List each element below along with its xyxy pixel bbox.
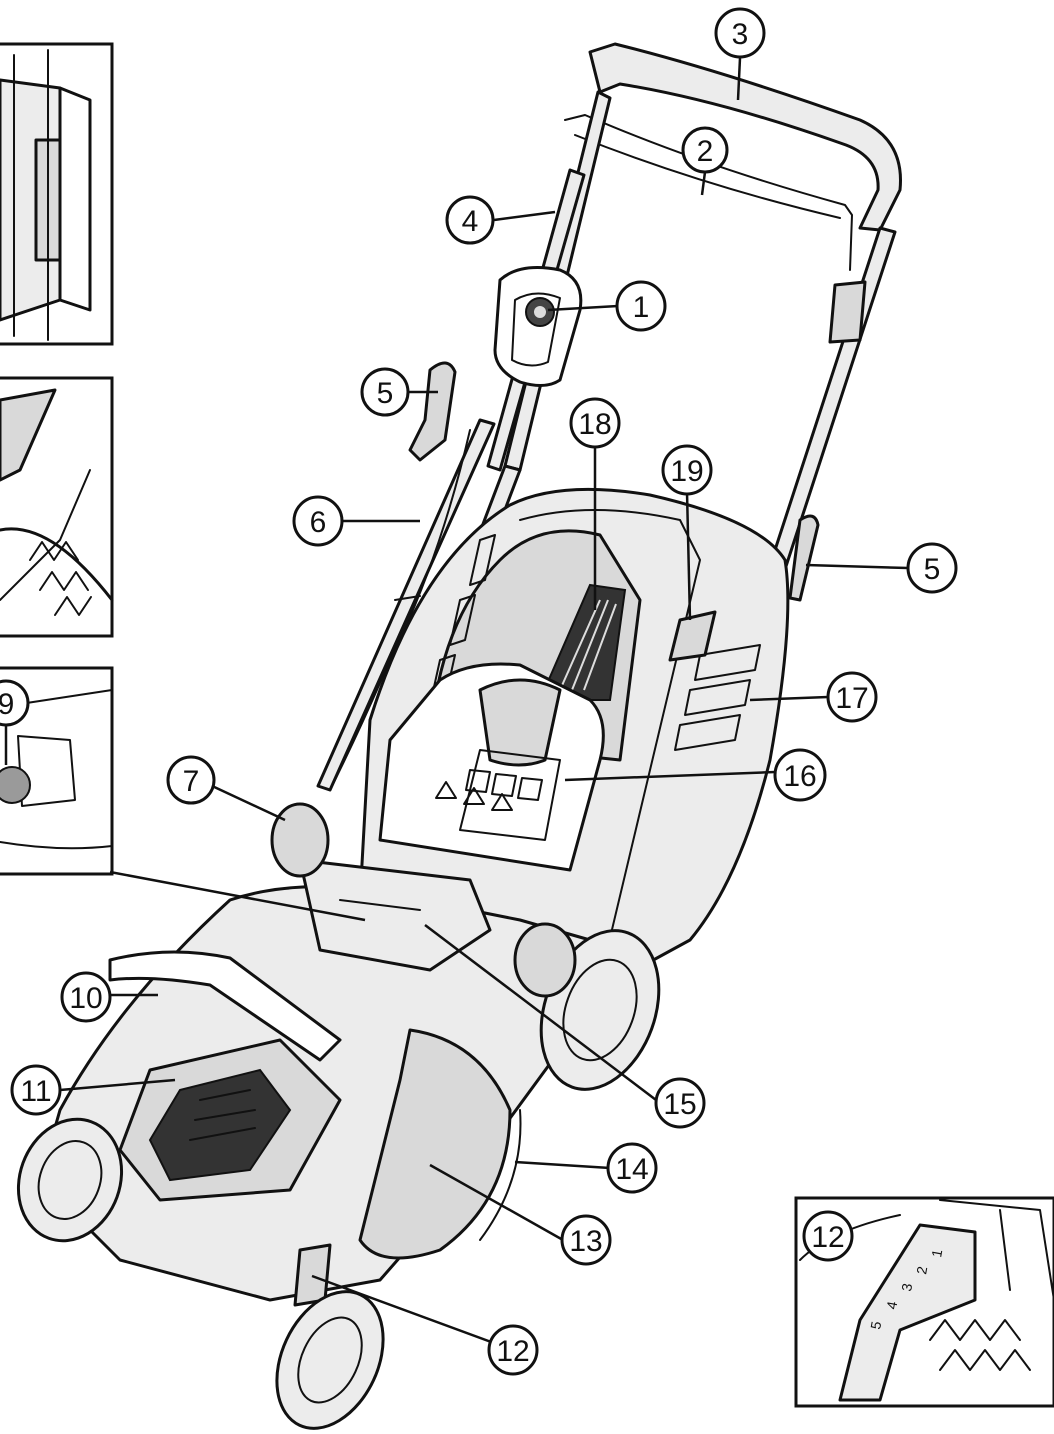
callout-11: 11	[10, 1064, 62, 1116]
inset-panel-bottom	[0, 666, 114, 876]
callout-1: 1	[615, 280, 667, 332]
height-scale: 1 2 3 4 5	[867, 1248, 945, 1331]
svg-text:13: 13	[569, 1225, 602, 1258]
callout-4: 4	[445, 195, 495, 245]
height-mark-1: 1	[928, 1248, 945, 1259]
svg-text:2: 2	[697, 135, 714, 168]
callout-5-right: 5	[906, 542, 958, 594]
svg-text:18: 18	[578, 408, 611, 441]
height-mark-4: 4	[883, 1300, 900, 1311]
callout-12-main: 12	[487, 1324, 539, 1376]
svg-text:19: 19	[670, 455, 703, 488]
svg-text:1: 1	[633, 291, 650, 324]
callout-3: 3	[714, 7, 766, 59]
inset-panel-top	[0, 42, 114, 346]
svg-text:5: 5	[924, 553, 941, 586]
callout-16: 16	[773, 748, 827, 802]
callout-12-inset: 12	[802, 1210, 854, 1262]
svg-text:15: 15	[663, 1088, 696, 1121]
svg-text:17: 17	[835, 682, 868, 715]
callout-10: 10	[60, 971, 112, 1023]
svg-text:6: 6	[310, 506, 327, 539]
height-mark-2: 2	[913, 1265, 930, 1276]
battery-pack	[378, 662, 605, 872]
inset-panel-middle	[0, 376, 114, 638]
svg-text:12: 12	[811, 1221, 844, 1254]
svg-text:5: 5	[377, 377, 394, 410]
svg-text:4: 4	[462, 205, 479, 238]
height-mark-3: 3	[898, 1282, 915, 1293]
height-mark-5: 5	[867, 1320, 884, 1331]
callout-15: 15	[654, 1077, 706, 1129]
svg-text:12: 12	[496, 1335, 529, 1368]
svg-text:9: 9	[0, 688, 14, 721]
svg-text:11: 11	[20, 1075, 51, 1108]
callout-13: 13	[560, 1214, 612, 1266]
svg-text:14: 14	[615, 1153, 648, 1186]
callouts: 1 2 3 4 5 5 6 7 9 10 11 12 12 13 14 15 1…	[0, 7, 958, 1376]
callout-17: 17	[826, 671, 878, 723]
mower-deck	[38, 858, 602, 1307]
leader-lines	[4, 57, 909, 1352]
svg-text:7: 7	[183, 765, 200, 798]
callout-2: 2	[681, 126, 729, 174]
callout-9: 9	[0, 679, 30, 727]
callout-19: 19	[661, 444, 713, 496]
svg-text:16: 16	[783, 760, 816, 793]
callout-14: 14	[606, 1142, 658, 1194]
svg-text:10: 10	[69, 982, 102, 1015]
callout-6: 6	[292, 495, 344, 547]
wheels	[16, 802, 661, 1430]
callout-18: 18	[569, 397, 621, 449]
svg-text:3: 3	[732, 18, 749, 51]
callout-7: 7	[166, 755, 216, 805]
callout-5-left: 5	[360, 367, 410, 417]
inset-height-adjustment: 1 2 3 4 5	[794, 1196, 1054, 1408]
